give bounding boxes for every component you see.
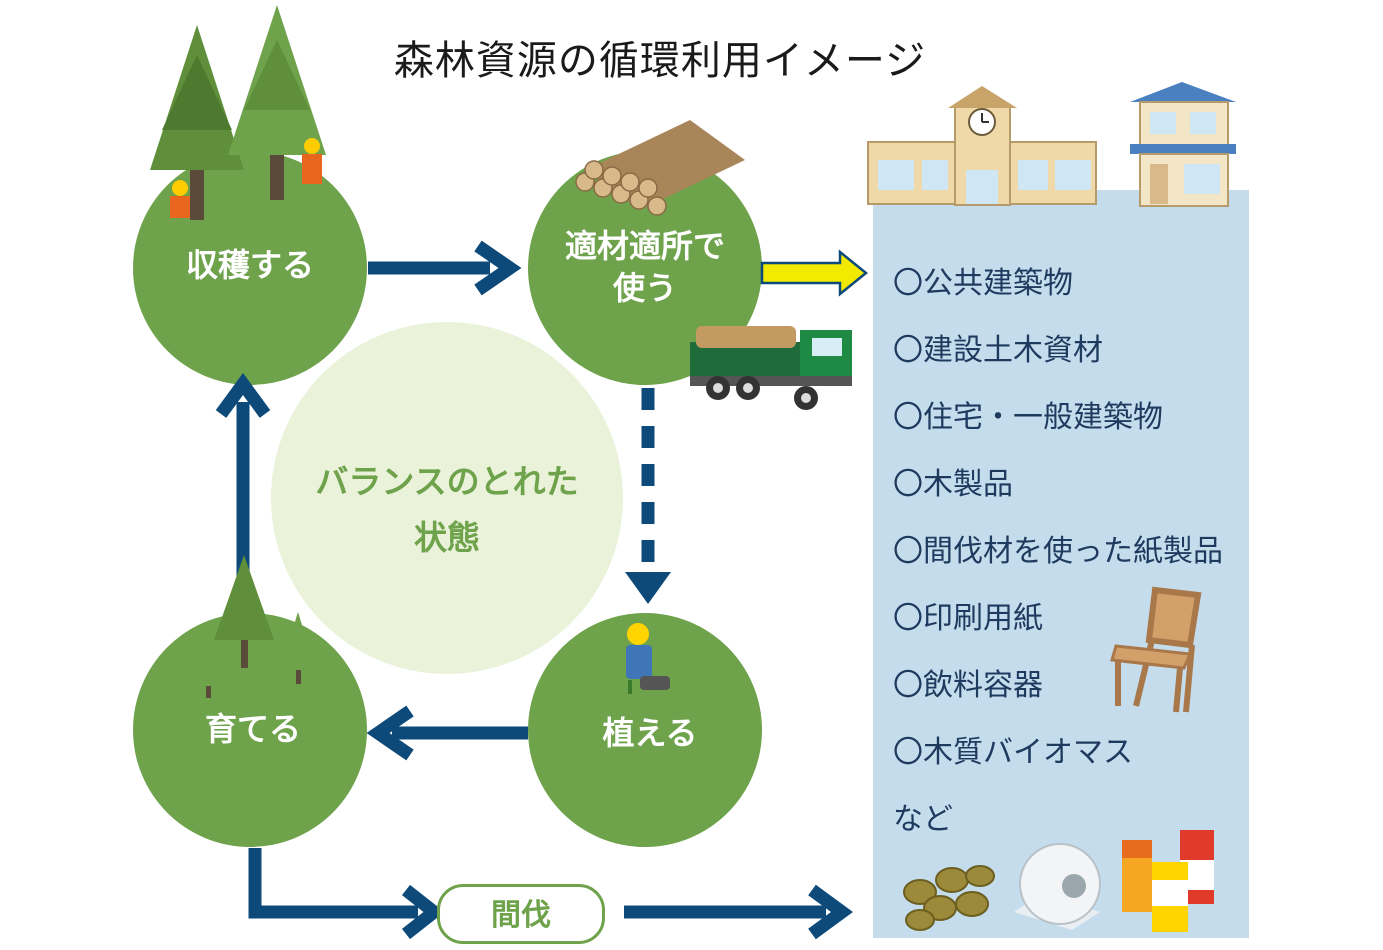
use-label-line1: 適材適所で	[564, 227, 725, 265]
uses-list: 〇公共建築物 〇建設土木資材 〇住宅・一般建築物 〇木製品 〇間伐材を使った紙製…	[893, 256, 1223, 859]
use-label: 適材適所で 使う	[555, 225, 735, 309]
arrow-use-to-plant-dashed	[625, 388, 671, 604]
plant-circle	[528, 613, 762, 847]
uses-item: 〇木質バイオマス	[893, 735, 1133, 770]
uses-item: 〇印刷用紙	[893, 601, 1043, 636]
arrow-plant-to-grow	[366, 705, 528, 761]
uses-item: 〇公共建築物	[893, 266, 1073, 301]
house-illustration	[1130, 82, 1236, 207]
harvest-label: 収穫する	[185, 246, 314, 284]
balance-circle	[271, 322, 623, 674]
thinning-pill: 間伐	[437, 884, 605, 944]
uses-item: 〇住宅・一般建築物	[893, 400, 1163, 435]
tall-trees-illustration	[150, 5, 326, 220]
balance-label: バランスのとれた 状態	[287, 454, 607, 566]
log-pile-illustration	[575, 120, 745, 216]
uses-item: 〇建設土木資材	[893, 333, 1103, 368]
public-building-illustration	[867, 86, 1097, 206]
beverage-cartons-illustration	[1122, 830, 1214, 932]
arrow-thinning-path	[248, 848, 853, 940]
uses-item: など	[893, 802, 953, 837]
page-title: 森林資源の循環利用イメージ	[393, 38, 927, 84]
balance-label-line2: 状態	[414, 518, 480, 557]
uses-item: 〇木製品	[893, 467, 1013, 502]
grow-label: 育てる	[204, 710, 301, 748]
truck-illustration	[690, 326, 852, 410]
arrow-use-to-panel	[760, 249, 868, 297]
plant-label: 植える	[602, 714, 698, 752]
uses-item: 〇飲料容器	[893, 668, 1043, 703]
paper-roll-illustration	[1014, 843, 1101, 930]
biomass-pellets-illustration	[903, 865, 995, 931]
young-trees-illustration	[190, 555, 316, 698]
arrow-harvest-to-use	[368, 240, 522, 296]
uses-panel	[873, 190, 1249, 938]
planting-worker-illustration	[626, 623, 670, 694]
balance-label-line1: バランスのとれた	[315, 462, 579, 501]
grow-circle	[133, 613, 367, 847]
chair-illustration	[1110, 586, 1202, 713]
use-label-line2: 使う	[612, 269, 677, 307]
uses-item: 〇間伐材を使った紙製品	[893, 534, 1223, 569]
